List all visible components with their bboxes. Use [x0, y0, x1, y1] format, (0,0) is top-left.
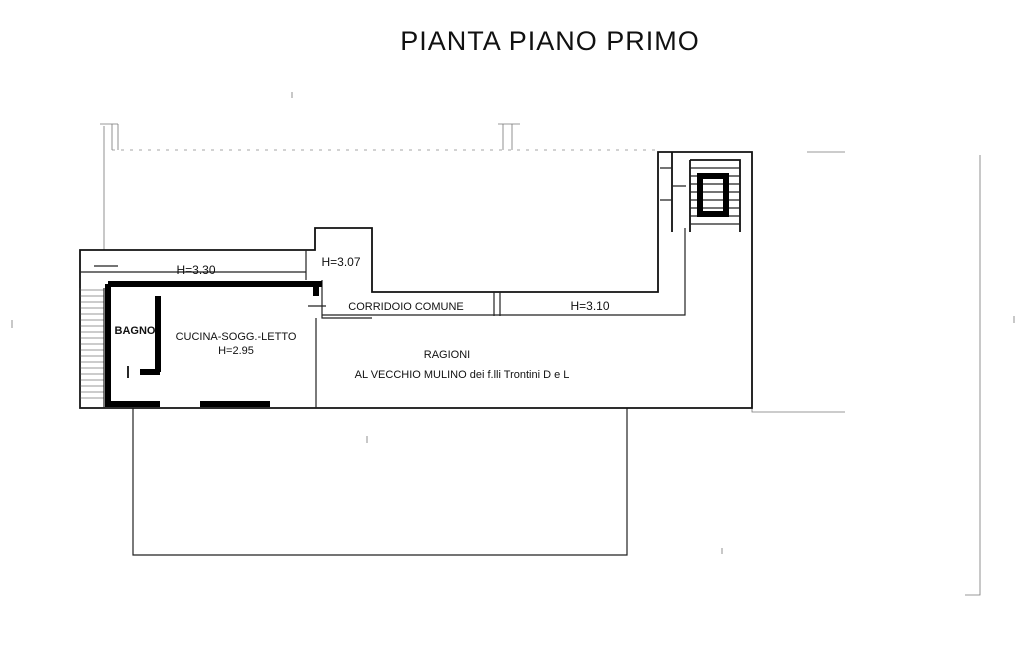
label-main-room: CUCINA-SOGG.-LETTO — [176, 331, 297, 343]
bathroom-wall — [140, 296, 161, 375]
label-main-room-height: H=2.95 — [218, 345, 254, 357]
label-bathroom: BAGNO — [115, 325, 156, 337]
label-small-room-height: H=3.07 — [321, 255, 360, 269]
corridor-inner — [321, 228, 686, 319]
building-outline — [79, 151, 753, 409]
label-top-strip-height: H=3.30 — [176, 263, 215, 277]
label-corridor-height: H=3.10 — [570, 299, 609, 313]
left-boundary-marker — [100, 123, 119, 150]
apartment-walls — [105, 281, 322, 407]
left-stair-hatch — [79, 288, 105, 408]
right-stairwell — [660, 152, 741, 232]
courtyard-outline — [132, 408, 628, 556]
label-neighbor-line1: RAGIONI — [424, 349, 470, 361]
top-strip-inner — [80, 250, 307, 280]
corridor-door — [493, 292, 501, 316]
right-boundary-line — [965, 155, 981, 596]
label-corridor-name: CORRIDOIO COMUNE — [348, 301, 464, 313]
mid-boundary-marker — [498, 123, 520, 150]
label-neighbor-line2: AL VECCHIO MULINO dei f.lli Trontini D e… — [355, 369, 570, 381]
right-neighbor-boundary — [751, 155, 845, 413]
grid-ticks — [11, 92, 1015, 554]
plan-title: PIANTA PIANO PRIMO — [400, 26, 700, 56]
